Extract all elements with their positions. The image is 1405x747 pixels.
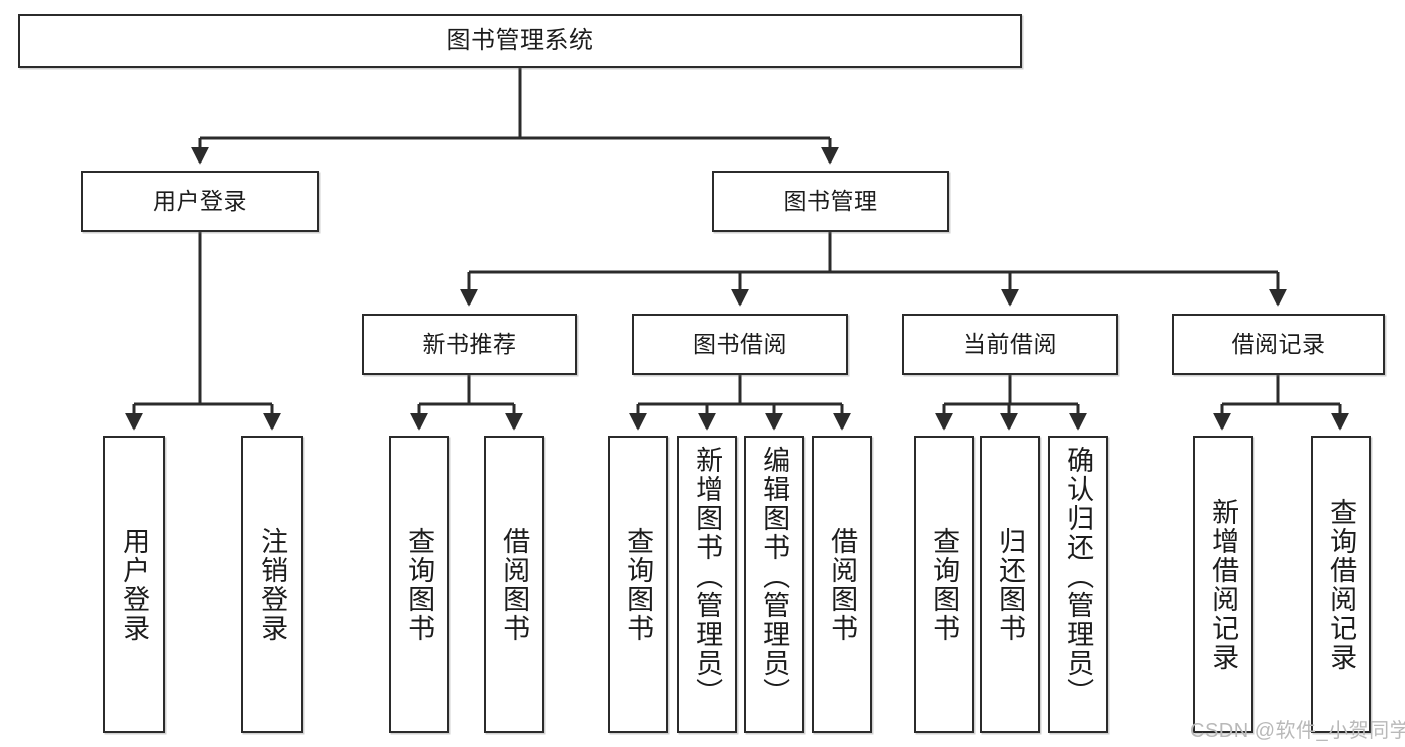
- leaf-query-book-current[interactable]: 查询图书: [914, 436, 974, 733]
- node-new-book-recommend[interactable]: 新书推荐: [362, 314, 577, 375]
- node-label: 编辑图书（管理员）: [759, 446, 790, 707]
- node-label: 借阅图书: [827, 526, 858, 643]
- node-label: 借阅图书: [499, 526, 530, 643]
- node-label: 当前借阅: [963, 330, 1057, 357]
- leaf-logout-login[interactable]: 注销登录: [241, 436, 303, 733]
- leaf-user-login[interactable]: 用户登录: [103, 436, 165, 733]
- node-current-borrow[interactable]: 当前借阅: [902, 314, 1118, 375]
- node-label: 图书借阅: [693, 330, 787, 357]
- node-borrow-record[interactable]: 借阅记录: [1172, 314, 1385, 375]
- node-label: 注销登录: [257, 526, 288, 643]
- node-label: 确认归还（管理员）: [1063, 446, 1094, 707]
- node-label: 图书管理系统: [446, 26, 594, 54]
- node-label: 查询借阅记录: [1326, 497, 1357, 672]
- leaf-query-borrow-record[interactable]: 查询借阅记录: [1311, 436, 1371, 733]
- leaf-add-borrow-record[interactable]: 新增借阅记录: [1193, 436, 1253, 733]
- leaf-edit-book-admin[interactable]: 编辑图书（管理员）: [744, 436, 804, 733]
- node-label: 查询图书: [623, 526, 654, 643]
- leaf-borrow-book-recommend[interactable]: 借阅图书: [484, 436, 544, 733]
- leaf-borrow-book[interactable]: 借阅图书: [812, 436, 872, 733]
- node-label: 图书管理: [783, 187, 878, 214]
- node-label: 借阅记录: [1231, 330, 1326, 357]
- node-label: 新书推荐: [422, 330, 517, 357]
- leaf-add-book-admin[interactable]: 新增图书（管理员）: [677, 436, 737, 733]
- node-label: 新增借阅记录: [1208, 497, 1239, 672]
- leaf-confirm-return-admin[interactable]: 确认归还（管理员）: [1048, 436, 1108, 733]
- node-label: 新增图书（管理员）: [692, 446, 723, 707]
- node-label: 查询图书: [929, 526, 960, 643]
- leaf-return-book[interactable]: 归还图书: [980, 436, 1040, 733]
- node-user-login[interactable]: 用户登录: [81, 171, 319, 232]
- leaf-query-book-recommend[interactable]: 查询图书: [389, 436, 449, 733]
- node-label: 用户登录: [153, 187, 247, 214]
- node-book-borrow[interactable]: 图书借阅: [632, 314, 848, 375]
- watermark-text: CSDN @软件_小贺同学: [1190, 720, 1405, 742]
- leaf-query-book-borrow[interactable]: 查询图书: [608, 436, 668, 733]
- node-root-library-system[interactable]: 图书管理系统: [18, 14, 1022, 68]
- node-label: 查询图书: [404, 526, 435, 643]
- node-book-management[interactable]: 图书管理: [712, 171, 949, 232]
- node-label: 用户登录: [119, 526, 150, 643]
- node-label: 归还图书: [995, 526, 1026, 643]
